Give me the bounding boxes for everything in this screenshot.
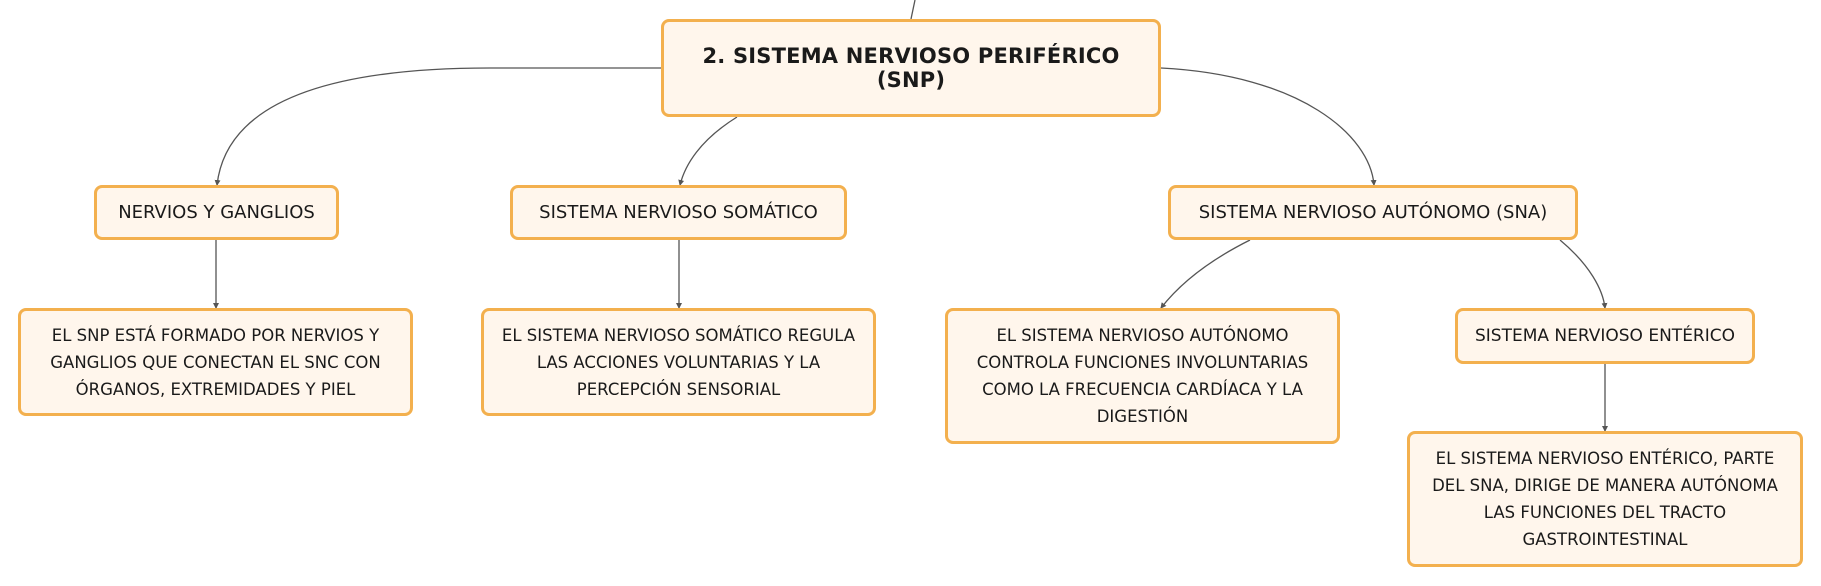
- node-desc-snp-text: EL SNP ESTÁ FORMADO POR NERVIOS Y GANGLI…: [50, 325, 381, 399]
- node-enterico-label: SISTEMA NERVIOSO ENTÉRICO: [1474, 326, 1736, 346]
- node-desc-snp[interactable]: EL SNP ESTÁ FORMADO POR NERVIOS Y GANGLI…: [18, 308, 413, 416]
- connector-root-to-nervios: [214, 67, 661, 186]
- connector-root-to-autonomo: [1160, 67, 1377, 186]
- connector-autonomo-to-desc: [1160, 239, 1251, 309]
- node-nervios-label: NERVIOS Y GANGLIOS: [118, 202, 315, 223]
- connector-autonomo-to-enterico: [1559, 239, 1608, 309]
- connector-root-to-somatico: [678, 116, 738, 186]
- root-node-label: 2. SISTEMA NERVIOSO PERIFÉRICO (SNP): [702, 44, 1120, 92]
- connector-parent-to-root: [910, 0, 916, 20]
- node-sistema-somatico[interactable]: SISTEMA NERVIOSO SOMÁTICO: [510, 185, 847, 240]
- node-sistema-autonomo[interactable]: SISTEMA NERVIOSO AUTÓNOMO (SNA): [1168, 185, 1578, 240]
- node-nervios-y-ganglios[interactable]: NERVIOS Y GANGLIOS: [94, 185, 339, 240]
- node-sistema-enterico[interactable]: SISTEMA NERVIOSO ENTÉRICO: [1455, 308, 1755, 364]
- node-desc-autonomo-text: EL SISTEMA NERVIOSO AUTÓNOMO CONTROLA FU…: [976, 326, 1309, 426]
- node-desc-enterico[interactable]: EL SISTEMA NERVIOSO ENTÉRICO, PARTE DEL …: [1407, 431, 1803, 567]
- node-desc-enterico-text: EL SISTEMA NERVIOSO ENTÉRICO, PARTE DEL …: [1432, 449, 1778, 549]
- node-autonomo-label: SISTEMA NERVIOSO AUTÓNOMO (SNA): [1198, 202, 1548, 223]
- node-desc-somatico[interactable]: EL SISTEMA NERVIOSO SOMÁTICO REGULA LAS …: [481, 308, 876, 416]
- root-node[interactable]: 2. SISTEMA NERVIOSO PERIFÉRICO (SNP): [661, 19, 1161, 117]
- node-somatico-label: SISTEMA NERVIOSO SOMÁTICO: [539, 202, 818, 223]
- node-desc-autonomo[interactable]: EL SISTEMA NERVIOSO AUTÓNOMO CONTROLA FU…: [945, 308, 1340, 444]
- node-desc-somatico-text: EL SISTEMA NERVIOSO SOMÁTICO REGULA LAS …: [501, 325, 856, 399]
